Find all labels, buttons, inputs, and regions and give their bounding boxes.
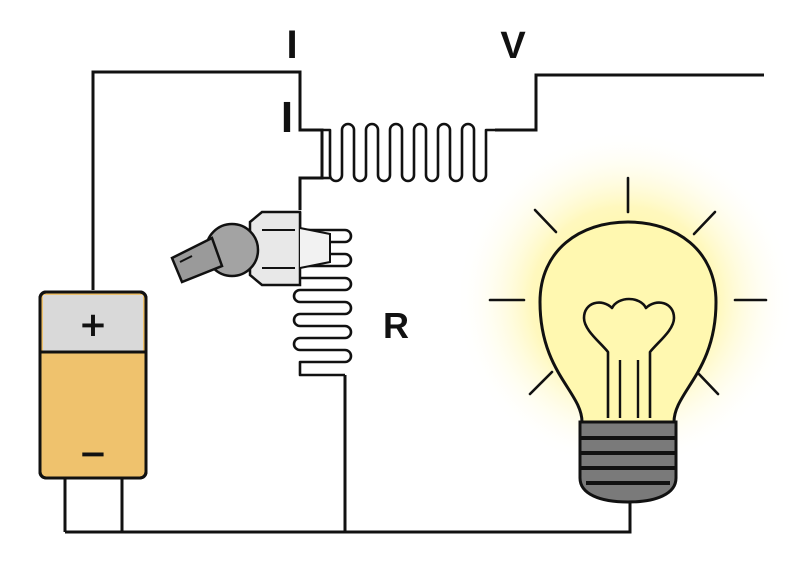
- current-label-side: I: [281, 93, 293, 142]
- current-label-top: I: [286, 23, 297, 67]
- heating-coil-icon: [322, 122, 495, 183]
- battery-positive-sign: +: [79, 305, 108, 345]
- circuit-wires: [63, 70, 764, 534]
- voltage-label: V: [500, 25, 526, 67]
- battery-icon: [38, 290, 148, 480]
- light-bulb-icon: [488, 176, 768, 504]
- hair-dryer-icon: [170, 210, 331, 287]
- battery-negative-sign: −: [79, 434, 108, 474]
- resistance-label: R: [383, 305, 409, 346]
